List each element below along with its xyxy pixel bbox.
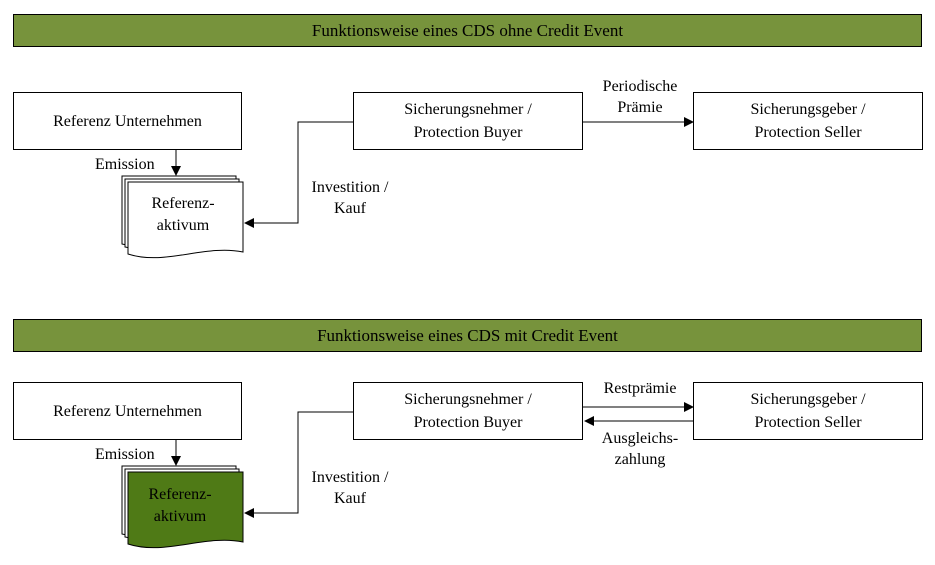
protection-seller-box-top: Sicherungsgeber / Protection Seller xyxy=(693,92,923,150)
investment-arrow-bottom xyxy=(244,411,353,518)
banner-title: Funktionsweise eines CDS mit Credit Even… xyxy=(317,325,618,345)
protection-seller-box-bottom: Sicherungsgeber / Protection Seller xyxy=(693,382,923,440)
protection-buyer-box-top: Sicherungsnehmer / Protection Buyer xyxy=(353,92,583,150)
banner-with-credit-event: Funktionsweise eines CDS mit Credit Even… xyxy=(13,319,922,352)
protection-buyer-box-bottom: Sicherungsnehmer / Protection Buyer xyxy=(353,382,583,440)
banner-title: Funktionsweise eines CDS ohne Credit Eve… xyxy=(311,20,624,40)
emission-label-bottom: Emission xyxy=(95,446,155,463)
protection-seller-line1: Sicherungsgeber / xyxy=(750,101,866,118)
protection-seller-line2: Protection Seller xyxy=(754,124,862,141)
reference-asset-document-stack-top xyxy=(121,175,244,259)
protection-buyer-line1: Sicherungsnehmer / xyxy=(404,391,532,408)
reference-asset-line1: Referenz- xyxy=(148,486,212,503)
investment-label-bottom: Investition / Kauf xyxy=(302,467,398,509)
investment-line2: Kauf xyxy=(334,200,366,217)
protection-seller-line1: Sicherungsgeber / xyxy=(750,391,866,408)
investment-line2: Kauf xyxy=(334,490,366,507)
protection-buyer-line2: Protection Buyer xyxy=(413,124,523,141)
reference-company-label: Referenz Unternehmen xyxy=(53,112,202,130)
emission-label-top: Emission xyxy=(95,156,155,173)
reference-company-box-bottom: Referenz Unternehmen xyxy=(13,382,242,440)
investment-line1: Investition / xyxy=(311,179,389,196)
reference-asset-line2: aktivum xyxy=(156,217,210,234)
reference-company-label: Referenz Unternehmen xyxy=(53,402,202,420)
banner-without-credit-event: Funktionsweise eines CDS ohne Credit Eve… xyxy=(13,14,922,47)
protection-buyer-line1: Sicherungsnehmer / xyxy=(404,101,532,118)
remaining-premium-label: Restprämie xyxy=(603,380,677,397)
reference-company-box-top: Referenz Unternehmen xyxy=(13,92,242,150)
reference-asset-document-stack-bottom xyxy=(121,465,244,549)
investment-line1: Investition / xyxy=(311,469,389,486)
reference-asset-line2: aktivum xyxy=(153,508,207,525)
reference-asset-label-top: Referenz- aktivum xyxy=(128,193,238,237)
premium-line2: Prämie xyxy=(617,99,663,116)
reference-asset-line1: Referenz- xyxy=(151,195,215,212)
investment-arrow-top xyxy=(244,121,353,228)
compensation-line1: Ausgleichs- xyxy=(601,430,679,447)
compensation-line2: zahlung xyxy=(614,451,666,468)
investment-label-top: Investition / Kauf xyxy=(302,177,398,219)
premium-line1: Periodische xyxy=(602,78,678,95)
protection-buyer-line2: Protection Buyer xyxy=(413,414,523,431)
periodic-premium-label: Periodische Prämie xyxy=(590,76,690,118)
reference-asset-label-bottom: Referenz- aktivum xyxy=(125,484,235,528)
protection-seller-line2: Protection Seller xyxy=(754,414,862,431)
compensation-payment-label: Ausgleichs- zahlung xyxy=(590,428,690,470)
